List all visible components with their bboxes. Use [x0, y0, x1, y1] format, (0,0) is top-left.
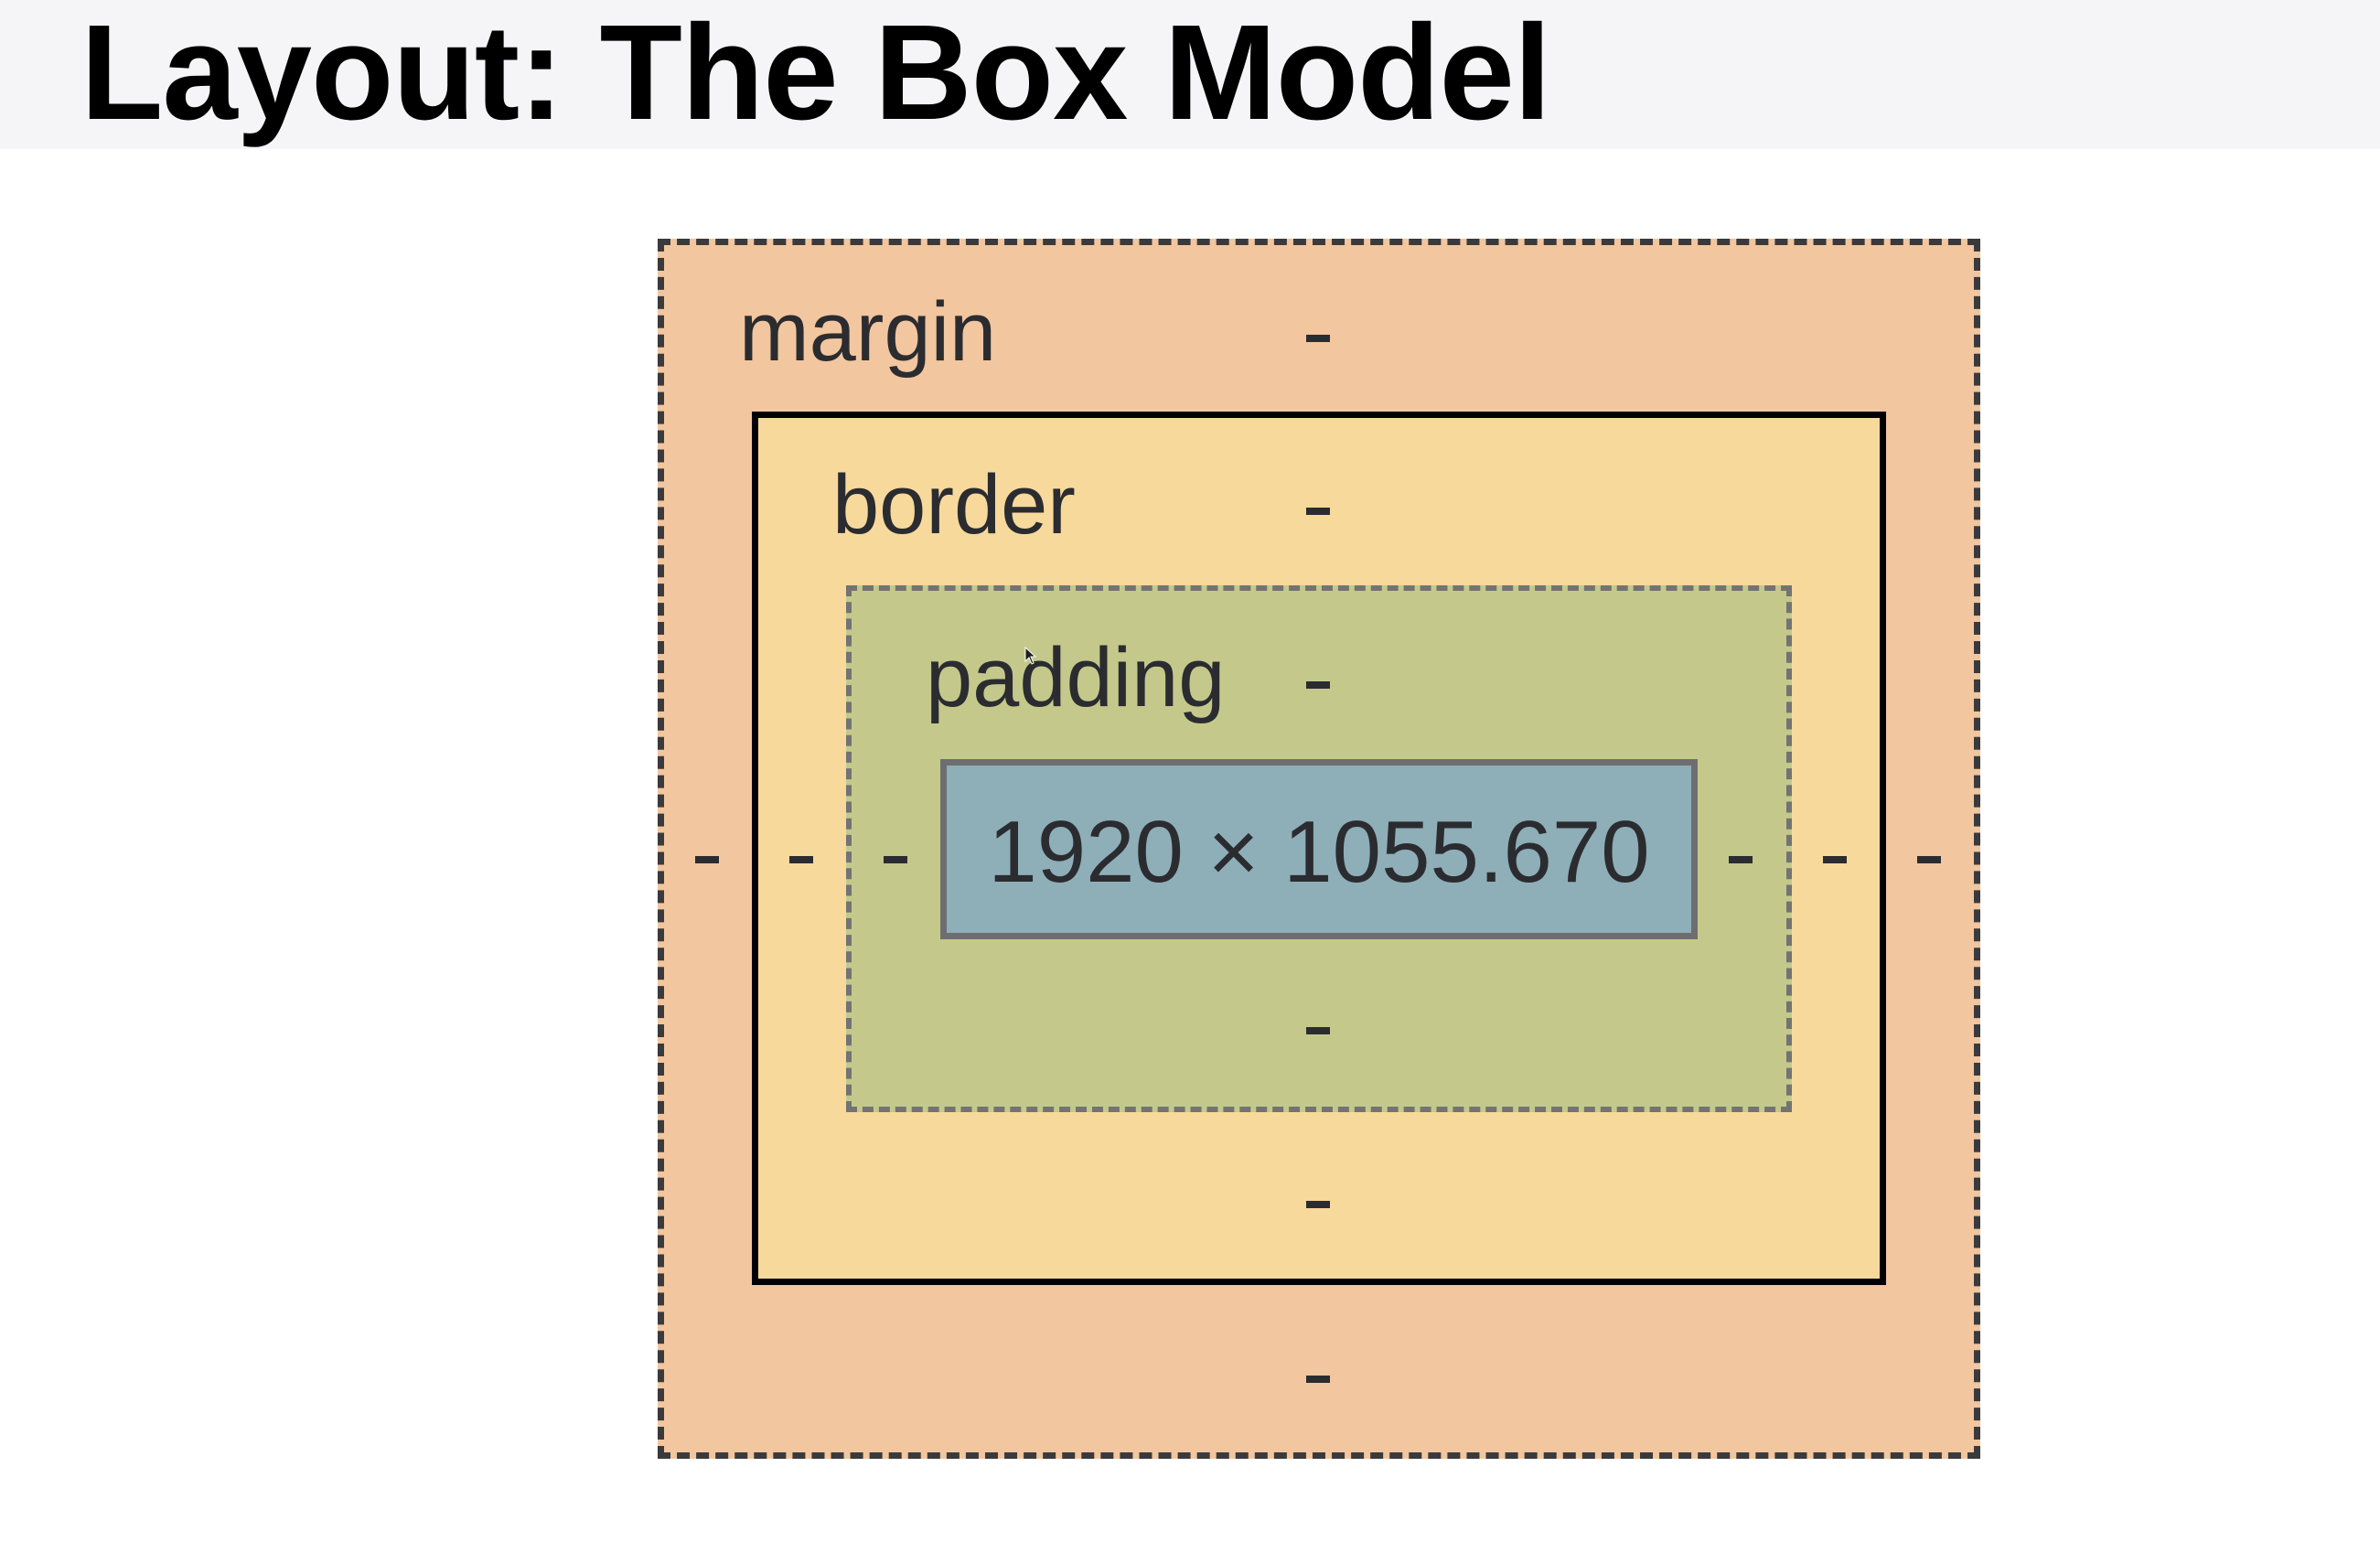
title-bar: Layout: The Box Model [0, 0, 2380, 149]
padding-right-value [1729, 856, 1753, 863]
padding-top-value [1306, 681, 1330, 689]
margin-left-value [695, 856, 719, 863]
border-right-value [1823, 856, 1847, 863]
border-bottom-value [1306, 1201, 1330, 1208]
margin-right-value [1917, 856, 1941, 863]
margin-label: margin [739, 285, 997, 379]
page-title: Layout: The Box Model [80, 0, 1551, 148]
margin-top-value [1306, 335, 1330, 342]
border-label: border [832, 458, 1076, 551]
margin-bottom-value [1306, 1376, 1330, 1383]
border-left-value [789, 856, 813, 863]
padding-bottom-value [1306, 1027, 1330, 1034]
content-size-text: 1920 × 1055.670 [988, 803, 1650, 901]
padding-left-value [884, 856, 907, 863]
mouse-pointer-icon [1024, 647, 1037, 665]
padding-label: padding [926, 631, 1226, 724]
content-box [940, 759, 1698, 939]
border-top-value [1306, 508, 1330, 515]
